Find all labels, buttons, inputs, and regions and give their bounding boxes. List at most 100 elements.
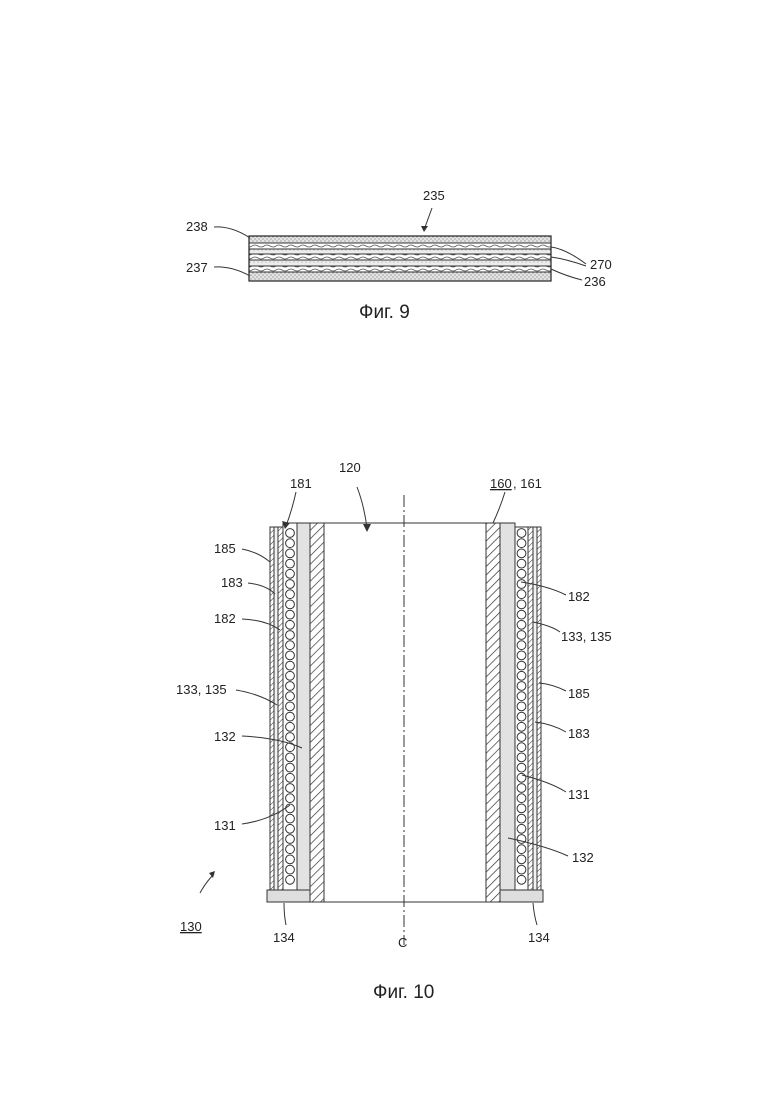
left-layer-183 (274, 527, 278, 890)
layered-sheet-235 (249, 236, 551, 281)
coil-turn (517, 692, 526, 701)
label-161: , 161 (513, 476, 542, 491)
left-layer-182 (278, 527, 283, 890)
label-131-right: 131 (568, 787, 590, 802)
coil-turn (286, 641, 295, 650)
coil-turn (286, 559, 295, 568)
coil-turn (286, 722, 295, 731)
right-layer-185 (537, 527, 541, 890)
coil-turn (517, 743, 526, 752)
arrowhead-120 (363, 524, 371, 532)
coil-turn (286, 814, 295, 823)
coil-turn (517, 773, 526, 782)
leader-134-left (284, 903, 286, 925)
leader-185-left (242, 549, 270, 562)
coil-turn (286, 733, 295, 742)
right-insulation-132 (500, 523, 515, 890)
coil-turn (517, 671, 526, 680)
leader-120 (357, 487, 367, 528)
right-base-flange-134 (500, 890, 543, 902)
right-layer-182 (528, 527, 533, 890)
coil-turn (517, 641, 526, 650)
bore-120 (324, 523, 486, 902)
coil-turn (517, 539, 526, 548)
coil-turn (286, 692, 295, 701)
layer-237 (249, 272, 551, 281)
leader-130 (200, 874, 214, 893)
coil-turn (517, 682, 526, 691)
coil-turn (286, 549, 295, 558)
coil-turn (286, 875, 295, 884)
layer-270 (249, 249, 551, 254)
coil-turn (517, 610, 526, 619)
coil-turn (517, 722, 526, 731)
label-132-right: 132 (572, 850, 594, 865)
coil-turn (286, 569, 295, 578)
label-160: 160 (490, 476, 512, 491)
label-134-left: 134 (273, 930, 295, 945)
coil-turn (517, 845, 526, 854)
label-133-135-left: 133, 135 (176, 682, 227, 697)
figure-9: 235 238 237 270 236 Фиг. 9 (186, 188, 612, 323)
label-133-135-right: 133, 135 (561, 629, 612, 644)
left-inner-liner-160 (310, 523, 324, 902)
coil-turn (517, 590, 526, 599)
caption-fig10: Фиг. 10 (373, 982, 434, 1003)
figure-10: 120 181 160 , 161 185 183 182 133, 135 1… (176, 460, 612, 1003)
coil-turn (517, 784, 526, 793)
coil-turn (517, 865, 526, 874)
leader-185-right (539, 683, 566, 691)
left-layer-185 (270, 527, 274, 890)
coil-turn (517, 661, 526, 670)
left-insulation-132 (297, 523, 310, 890)
coil-turn (517, 804, 526, 813)
coil-turn (286, 855, 295, 864)
label-183-right: 183 (568, 726, 590, 741)
coil-turn (517, 631, 526, 640)
coil-turn (286, 824, 295, 833)
leader-160 (493, 492, 505, 523)
left-wall (267, 523, 324, 902)
label-182-left: 182 (214, 611, 236, 626)
coil-turn (286, 539, 295, 548)
right-wall (486, 523, 543, 902)
label-270: 270 (590, 257, 612, 272)
coil-turn (286, 702, 295, 711)
coil-turn (286, 651, 295, 660)
coil-turn (517, 651, 526, 660)
coil-turn (517, 753, 526, 762)
layer-238 (249, 236, 551, 243)
label-182-right: 182 (568, 589, 590, 604)
label-237: 237 (186, 260, 208, 275)
label-238: 238 (186, 219, 208, 234)
coil-turn (517, 600, 526, 609)
coil-turn (517, 875, 526, 884)
label-236: 236 (584, 274, 606, 289)
coil-turn (286, 835, 295, 844)
coil-turn (517, 702, 526, 711)
coil-turn (286, 610, 295, 619)
caption-fig9: Фиг. 9 (359, 302, 410, 323)
layer-wave-lower (249, 266, 551, 272)
right-inner-liner-160 (486, 523, 500, 902)
coil-turn (286, 773, 295, 782)
coil-turn (286, 590, 295, 599)
coil-turn (286, 600, 295, 609)
label-131-left: 131 (214, 818, 236, 833)
leader-236 (551, 269, 582, 280)
right-layer-183 (533, 527, 537, 890)
layer-wave-upper (249, 243, 551, 249)
coil-turn (517, 814, 526, 823)
coil-turn (286, 845, 295, 854)
leader-270-b (551, 257, 586, 266)
coil-turn (286, 529, 295, 538)
leader-237 (214, 267, 250, 276)
coil-turn (286, 794, 295, 803)
coil-turn (286, 580, 295, 589)
label-185-left: 185 (214, 541, 236, 556)
layer-wave-middle (249, 254, 551, 260)
leader-270-a (551, 247, 586, 264)
coil-turn (517, 712, 526, 721)
coil-turn (517, 549, 526, 558)
coil-turn (286, 671, 295, 680)
